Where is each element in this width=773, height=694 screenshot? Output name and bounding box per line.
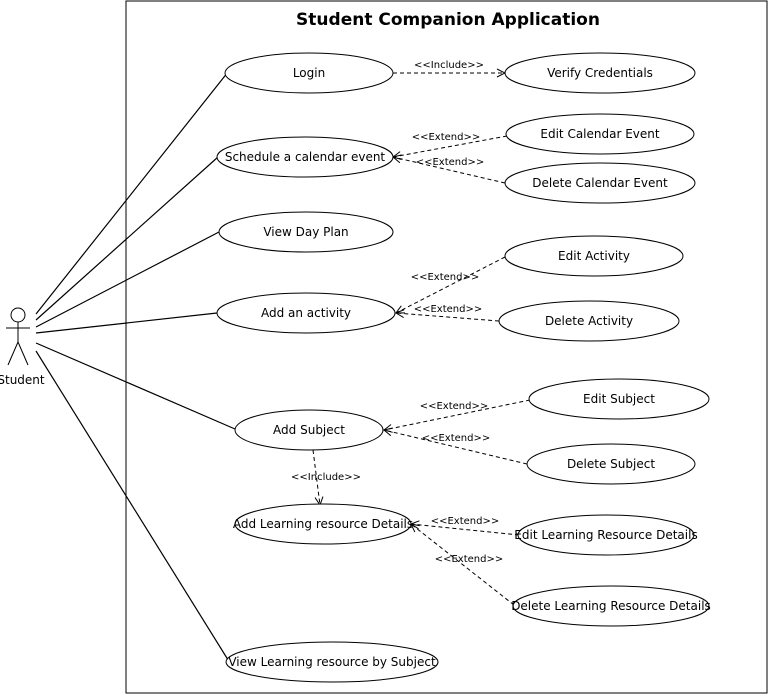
extend-label-edit-subject: <<Extend>>: [420, 401, 489, 412]
use-case-shape: [528, 378, 710, 420]
actor-left-leg: [7, 341, 19, 366]
use-case-shape: [224, 52, 394, 94]
association-add-subject: [35, 342, 236, 430]
extend-label-delete-subject: <<Extend>>: [422, 433, 491, 444]
actor-label: Student: [0, 373, 45, 387]
use-case-shape: [216, 136, 394, 178]
system-boundary: [125, 0, 768, 694]
use-case-label: Add an activity: [261, 306, 351, 320]
use-case-label: Edit Learning Resource Details: [514, 528, 697, 542]
use-case-add-activity[interactable]: Add an activity: [216, 292, 396, 334]
use-case-label: Schedule a calendar event: [225, 150, 386, 164]
use-case-label: Edit Activity: [558, 249, 630, 263]
use-case-edit-activity[interactable]: Edit Activity: [504, 235, 684, 277]
extend-label-edit-activity: <<Extend>>: [411, 272, 480, 283]
use-case-shape: [512, 585, 710, 627]
use-case-shape: [216, 292, 396, 334]
use-case-shape: [234, 503, 412, 545]
use-case-shape: [517, 514, 695, 556]
use-case-shape: [218, 211, 394, 253]
extend-label-delete-activity: <<Extend>>: [414, 304, 483, 315]
use-case-label: Delete Calendar Event: [532, 176, 668, 190]
association-view-learning-resource: [35, 350, 231, 664]
use-case-label: Edit Calendar Event: [540, 127, 659, 141]
use-case-view-learning-resource[interactable]: View Learning resource by Subject: [225, 641, 439, 683]
extend-delete-calendar-arrow: [393, 157, 506, 184]
system-title: Student Companion Application: [296, 10, 600, 30]
use-case-delete-calendar-event[interactable]: Delete Calendar Event: [504, 162, 696, 204]
extend-label-delete-calendar: <<Extend>>: [416, 157, 485, 168]
use-case-delete-subject[interactable]: Delete Subject: [526, 443, 696, 485]
use-case-add-subject[interactable]: Add Subject: [234, 409, 384, 451]
use-case-label: Delete Activity: [545, 314, 633, 328]
use-case-label: Delete Subject: [567, 457, 655, 471]
include-label-login: <<Include>>: [414, 60, 484, 71]
use-case-label: Edit Subject: [583, 392, 655, 406]
include-label-learning-resource: <<Include>>: [291, 472, 361, 483]
extend-delete-subject-arrow: [384, 430, 528, 465]
use-case-label: View Day Plan: [263, 225, 348, 239]
use-case-verify-credentials[interactable]: Verify Credentials: [504, 52, 696, 94]
use-case-delete-learning-resource[interactable]: Delete Learning Resource Details: [511, 585, 711, 627]
use-case-edit-calendar-event[interactable]: Edit Calendar Event: [505, 113, 695, 155]
use-case-label: Delete Learning Resource Details: [511, 599, 711, 613]
actor-head: [10, 307, 26, 323]
use-case-label: Login: [293, 66, 325, 80]
use-case-shape: [504, 52, 696, 94]
use-case-shape: [504, 235, 684, 277]
use-case-add-learning-resource[interactable]: Add Learning resource Details: [233, 503, 413, 545]
extend-edit-calendar-arrow: [393, 135, 508, 157]
use-case-shape: [504, 162, 696, 204]
use-case-login[interactable]: Login: [224, 52, 394, 94]
extend-label-delete-resource: <<Extend>>: [435, 554, 504, 565]
extend-edit-subject-arrow: [384, 399, 531, 430]
association-add-activity: [35, 312, 218, 334]
use-case-shape: [498, 300, 680, 342]
use-case-view-day-plan[interactable]: View Day Plan: [218, 211, 394, 253]
use-case-label: Add Subject: [273, 423, 345, 437]
use-case-schedule-event[interactable]: Schedule a calendar event: [216, 136, 394, 178]
use-case-shape: [234, 409, 384, 451]
include-learning-resource-arrow: [312, 449, 320, 505]
use-case-edit-subject[interactable]: Edit Subject: [528, 378, 710, 420]
extend-label-edit-calendar: <<Extend>>: [412, 132, 481, 143]
association-view-day-plan: [35, 231, 220, 328]
association-login: [35, 71, 229, 315]
use-case-edit-learning-resource[interactable]: Edit Learning Resource Details: [514, 514, 698, 556]
extend-delete-resource-arrow: [411, 524, 515, 606]
student-actor[interactable]: Student: [0, 307, 45, 387]
association-schedule-event: [35, 156, 219, 321]
extend-label-edit-resource: <<Extend>>: [431, 516, 500, 527]
actor-right-leg: [17, 341, 29, 366]
use-case-label: Add Learning resource Details: [233, 517, 413, 531]
use-case-delete-activity[interactable]: Delete Activity: [498, 300, 680, 342]
use-case-shape: [225, 641, 439, 683]
use-case-label: Verify Credentials: [547, 66, 653, 80]
extend-delete-activity-arrow: [396, 313, 500, 322]
use-case-shape: [526, 443, 696, 485]
use-case-label: View Learning resource by Subject: [228, 655, 436, 669]
use-case-shape: [505, 113, 695, 155]
